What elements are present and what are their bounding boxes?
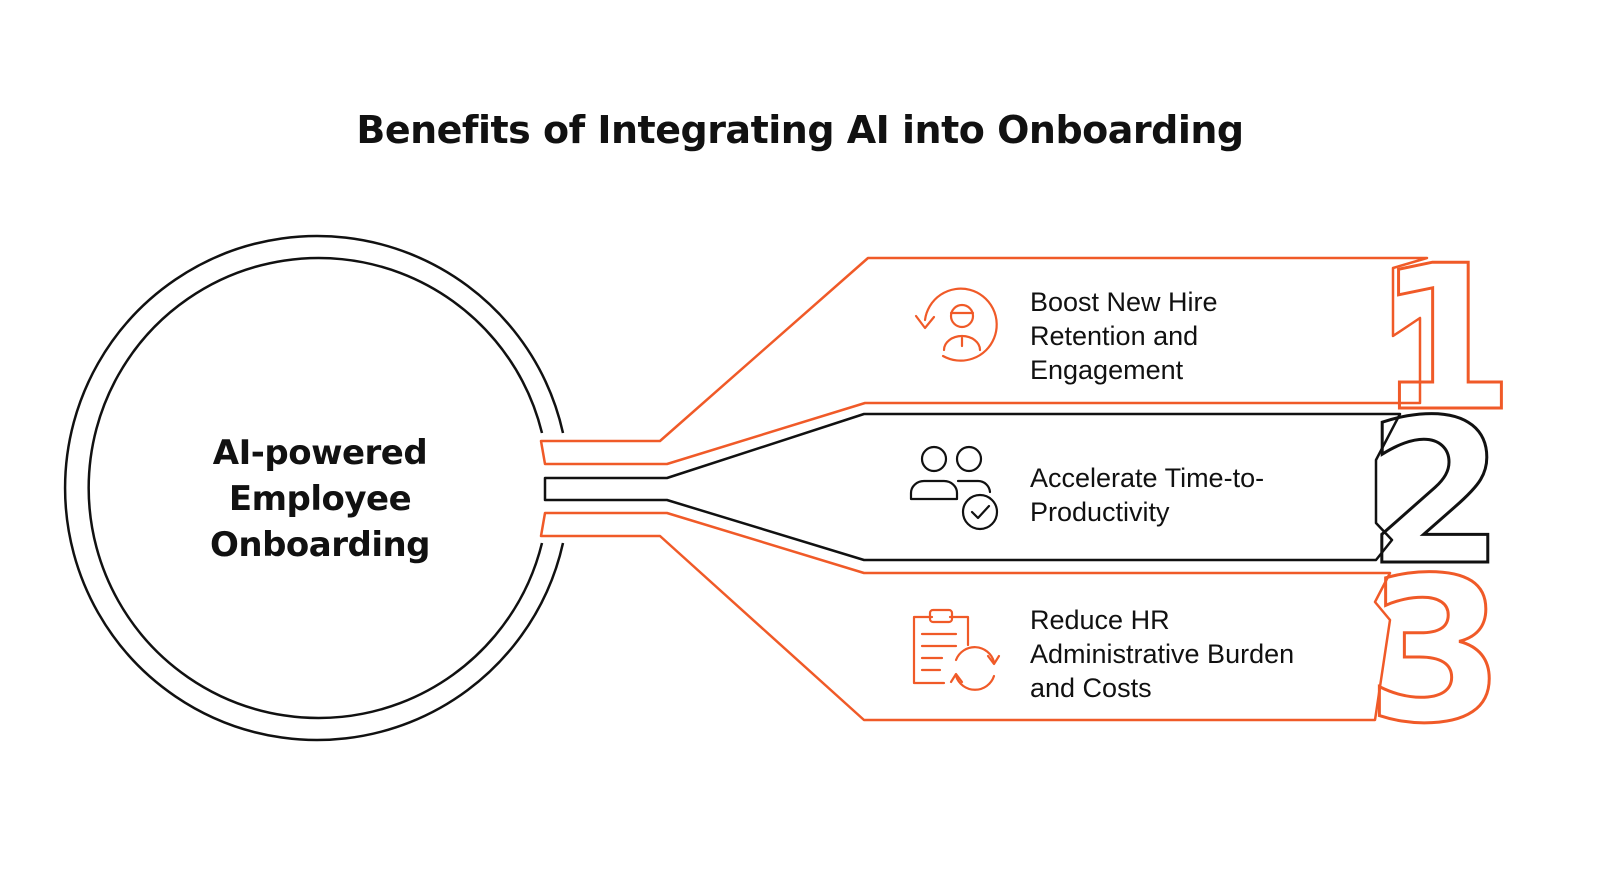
item-3-line: Administrative Burden: [1030, 639, 1295, 669]
item-1-line: Engagement: [1030, 355, 1184, 385]
hub-label-line: AI-powered: [212, 433, 428, 473]
item-1-line: Retention and: [1030, 321, 1199, 351]
item-1-text: Boost New Hire Retention and Engagement: [1030, 285, 1218, 387]
band-1-outline: [539, 256, 1429, 466]
item-3-line: Reduce HR: [1030, 605, 1170, 635]
item-2-line: Accelerate Time-to-: [1030, 463, 1265, 493]
item-3-line: and Costs: [1030, 673, 1152, 703]
retention-person-cycle-icon: [914, 287, 998, 362]
hub-label: AI-powered Employee Onboarding: [170, 430, 470, 568]
item-1-line: Boost New Hire: [1030, 287, 1218, 317]
clipboard-refresh-icon: [912, 608, 1001, 691]
hub-label-line: Employee: [228, 479, 412, 519]
item-3-text: Reduce HR Administrative Burden and Cost…: [1030, 603, 1294, 705]
item-2-text: Accelerate Time-to- Productivity: [1030, 461, 1264, 529]
hub-label-line: Onboarding: [209, 525, 431, 565]
hub-outer-ring: [63, 234, 565, 742]
item-2-number: 2: [1364, 377, 1506, 610]
item-3-number: 3: [1364, 535, 1506, 768]
band-2-outline: [543, 412, 1402, 562]
hub-inner-ring: [87, 256, 544, 720]
item-2-line: Productivity: [1030, 497, 1170, 527]
band-3-outline: [539, 511, 1392, 722]
item-1-number: 1: [1374, 223, 1516, 456]
diagram-title: Benefits of Integrating AI into Onboardi…: [356, 108, 1244, 152]
people-check-icon: [909, 445, 999, 531]
